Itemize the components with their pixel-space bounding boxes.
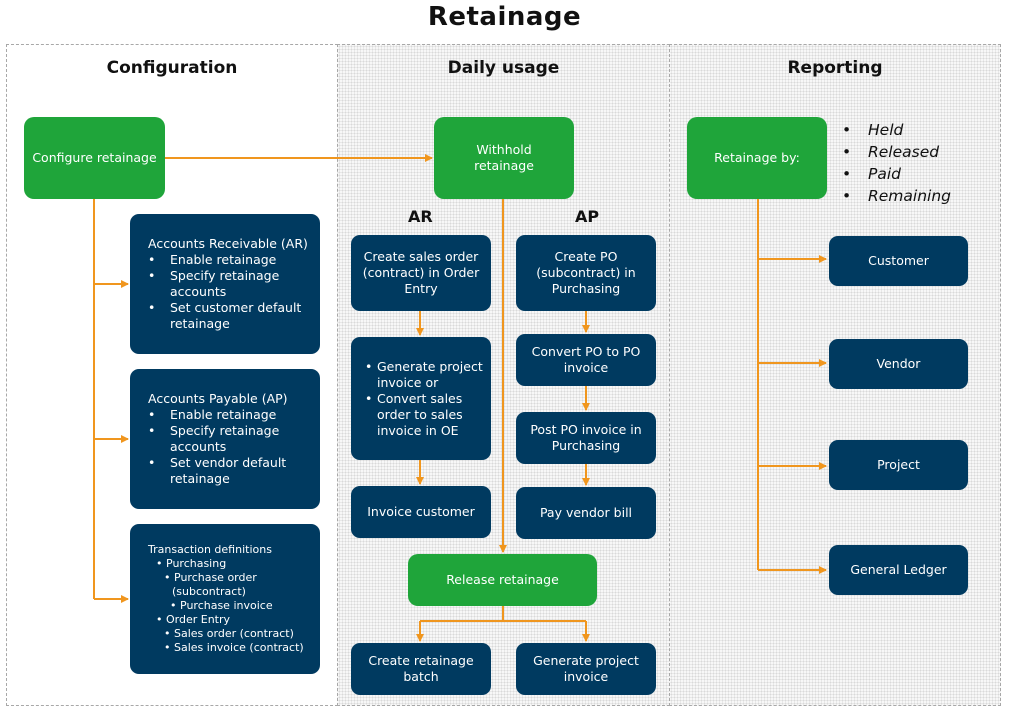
pay-vendor-bill-label: Pay vendor bill <box>539 505 633 520</box>
convert-po-box: Convert PO to PO invoice <box>516 334 656 386</box>
status-item: Paid <box>842 163 951 185</box>
ap-section-label: AP <box>575 207 600 226</box>
generate-item: Generate project invoice or <box>365 359 485 391</box>
generate-item: Convert sales order to sales invoice in … <box>365 391 485 439</box>
invoice-customer-box: Invoice customer <box>351 486 491 538</box>
ap-heading: Accounts Payable (AP) <box>148 391 288 406</box>
purchasing-item: • Purchase order (subcontract) <box>164 571 257 598</box>
purchasing-label: • Purchasing <box>156 557 227 570</box>
post-po-invoice-box: Post PO invoice in Purchasing <box>516 412 656 464</box>
vendor-box: Vendor <box>829 339 968 389</box>
accounts-receivable-box: Accounts Receivable (AR) Enable retainag… <box>130 214 320 354</box>
ar-section-label: AR <box>408 207 433 226</box>
create-po-label: Create PO (subcontract) in Purchasing <box>536 249 636 296</box>
generate-invoice-box: Generate project invoice or Convert sale… <box>351 337 491 460</box>
ap-item: Set vendor default retainage <box>148 455 312 487</box>
create-po-box: Create PO (subcontract) in Purchasing <box>516 235 656 311</box>
invoice-customer-label: Invoice customer <box>367 504 475 519</box>
convert-po-label: Convert PO to PO invoice <box>531 344 641 375</box>
configure-retainage-label: Configure retainage <box>32 150 157 165</box>
transactions-heading: Transaction definitions <box>148 543 272 556</box>
project-box: Project <box>829 440 968 490</box>
general-ledger-label: General Ledger <box>850 562 947 577</box>
project-label: Project <box>877 457 920 472</box>
ar-item: Specify retainage accounts <box>148 268 312 300</box>
customer-box: Customer <box>829 236 968 286</box>
ap-item: Enable retainage <box>148 407 312 423</box>
configuration-heading: Configuration <box>106 58 238 78</box>
diagram-title: Retainage <box>427 2 582 32</box>
order-entry-item: • Sales invoice (contract) <box>164 641 304 654</box>
ar-heading: Accounts Receivable (AR) <box>148 236 308 251</box>
transaction-definitions-box: Transaction definitions • Purchasing • P… <box>130 524 320 674</box>
daily-usage-heading: Daily usage <box>447 58 560 78</box>
create-sales-order-label: Create sales order (contract) in Order E… <box>362 249 480 296</box>
generate-project-invoice-label: Generate project invoice <box>533 653 639 684</box>
customer-label: Customer <box>868 253 929 268</box>
status-item: Remaining <box>842 185 951 207</box>
post-po-invoice-label: Post PO invoice in Purchasing <box>530 422 642 453</box>
status-item: Held <box>842 119 951 141</box>
configure-retainage-box: Configure retainage <box>24 117 165 199</box>
generate-project-invoice-box: Generate project invoice <box>516 643 656 695</box>
release-retainage-label: Release retainage <box>446 572 559 587</box>
vendor-label: Vendor <box>876 356 921 371</box>
create-retainage-batch-box: Create retainage batch <box>351 643 491 695</box>
accounts-payable-box: Accounts Payable (AP) Enable retainage S… <box>130 369 320 509</box>
status-item: Released <box>842 141 951 163</box>
create-retainage-batch-label: Create retainage batch <box>368 653 474 684</box>
order-entry-label: • Order Entry <box>156 613 231 626</box>
reporting-heading: Reporting <box>787 58 883 78</box>
withhold-retainage-label: Withhold retainage <box>474 142 534 173</box>
ar-item: Enable retainage <box>148 252 312 268</box>
general-ledger-box: General Ledger <box>829 545 968 595</box>
ar-item: Set customer default retainage <box>148 300 312 332</box>
retainage-by-box: Retainage by: <box>687 117 827 199</box>
ap-item: Specify retainage accounts <box>148 423 312 455</box>
status-list: Held Released Paid Remaining <box>842 119 951 207</box>
retainage-by-label: Retainage by: <box>714 150 800 165</box>
withhold-retainage-box: Withhold retainage <box>434 117 574 199</box>
purchasing-item: • Purchase invoice <box>170 599 273 612</box>
order-entry-item: • Sales order (contract) <box>164 627 294 640</box>
create-sales-order-box: Create sales order (contract) in Order E… <box>351 235 491 311</box>
pay-vendor-bill-box: Pay vendor bill <box>516 487 656 539</box>
release-retainage-box: Release retainage <box>408 554 597 606</box>
